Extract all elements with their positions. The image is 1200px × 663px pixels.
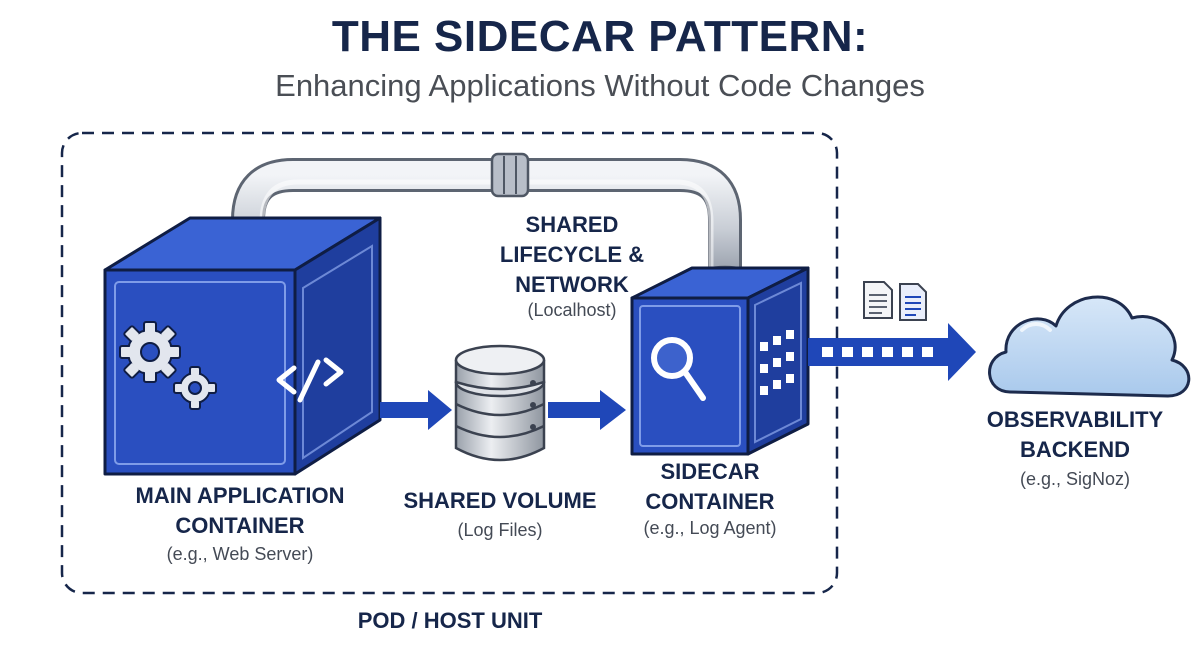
grid-icon-cell xyxy=(773,380,781,389)
gears-icon xyxy=(119,321,217,410)
grid-icon-cell xyxy=(760,386,768,395)
diagram-title: THE SIDECAR PATTERN: xyxy=(331,12,869,61)
data-packet xyxy=(822,347,833,357)
cloud-icon xyxy=(988,295,1191,398)
backend-line2: BACKEND xyxy=(1020,437,1130,462)
grid-icon-cell xyxy=(786,374,794,383)
backend-label: OBSERVABILITY BACKEND xyxy=(960,405,1190,465)
pod-boundary xyxy=(60,131,839,595)
main-app-title-line2: CONTAINER xyxy=(175,513,305,538)
shared-lifecycle-line1: SHARED xyxy=(525,212,619,237)
main-app-label: MAIN APPLICATION CONTAINER xyxy=(110,481,370,541)
data-packet xyxy=(882,347,893,357)
grid-icon-cell xyxy=(786,330,794,339)
arrow-volume-to-sidecar xyxy=(548,390,626,430)
arrow-sidecar-to-backend xyxy=(808,323,976,381)
arrow-app-to-volume xyxy=(380,390,452,430)
sidecar-title-line2: CONTAINER xyxy=(645,489,775,514)
shared-volume-title: SHARED VOLUME xyxy=(403,488,597,513)
grid-icon-cell xyxy=(773,358,781,367)
grid-icon-cell xyxy=(760,364,768,373)
main-app-container-cube xyxy=(103,216,382,476)
shared-lifecycle-line3: NETWORK xyxy=(515,272,629,297)
sidecar-label: SIDECAR CONTAINER xyxy=(600,457,820,517)
database-icon xyxy=(454,344,546,462)
shared-volume-subtitle: (Log Files) xyxy=(457,520,543,540)
magnifier-icon xyxy=(651,337,706,401)
backend-line1: OBSERVABILITY xyxy=(986,407,1164,432)
main-app-subtitle: (e.g., Web Server) xyxy=(166,544,314,564)
data-packet xyxy=(842,347,853,357)
shared-lifecycle-subtitle: (Localhost) xyxy=(527,300,617,320)
data-packet xyxy=(902,347,913,357)
pod-host-unit-label: POD / HOST UNIT xyxy=(357,608,543,633)
shared-lifecycle-label: SHARED LIFECYCLE & NETWORK xyxy=(452,210,692,300)
document-icon xyxy=(863,281,927,321)
sidecar-title-line1: SIDECAR xyxy=(660,459,760,484)
diagram-subtitle: Enhancing Applications Without Code Chan… xyxy=(275,68,925,103)
grid-icon-cell xyxy=(760,342,768,351)
sidecar-container-cube xyxy=(630,266,810,456)
shared-lifecycle-line2: LIFECYCLE & xyxy=(499,242,645,267)
code-icon xyxy=(276,357,344,403)
data-packet xyxy=(862,347,873,357)
grid-icon-cell xyxy=(773,336,781,345)
sidecar-subtitle: (e.g., Log Agent) xyxy=(643,518,777,538)
backend-subtitle: (e.g., SigNoz) xyxy=(1019,469,1131,489)
grid-icon xyxy=(760,330,794,395)
grid-icon-cell xyxy=(786,352,794,361)
data-packet xyxy=(922,347,933,357)
main-app-title-line1: MAIN APPLICATION xyxy=(135,483,345,508)
